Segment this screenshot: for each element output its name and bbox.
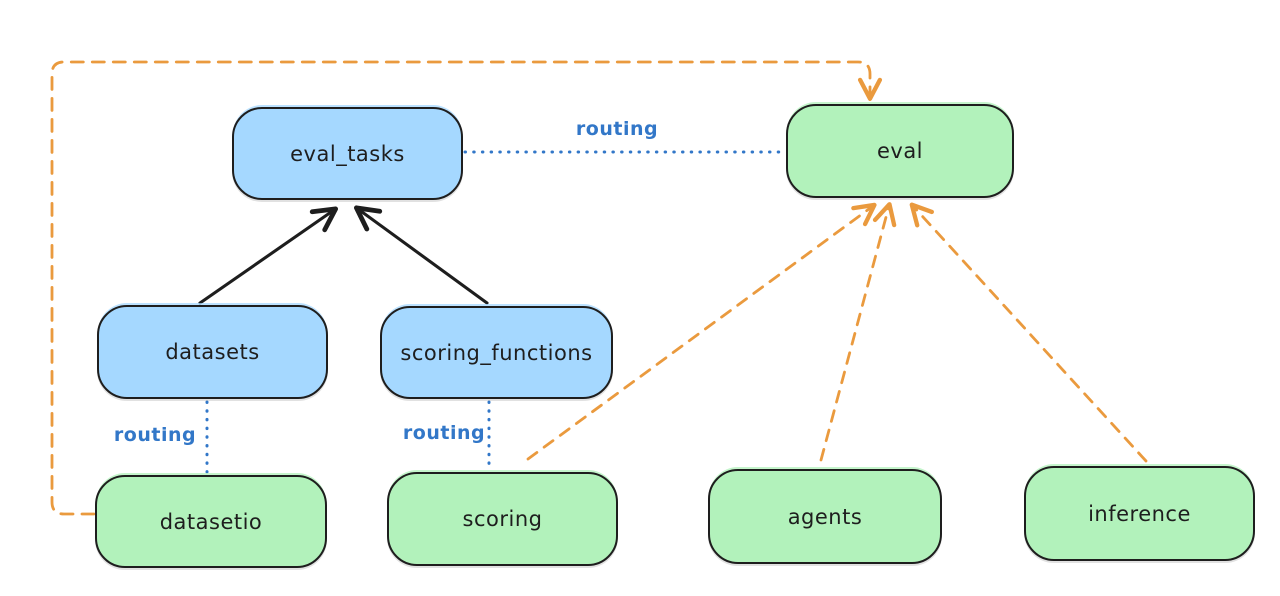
node-agents: agents <box>708 469 942 564</box>
arrow-datasets-to-eval_tasks <box>198 206 339 305</box>
node-scoring: scoring <box>387 472 618 566</box>
arrow-agents-to-eval <box>819 202 897 462</box>
node-inference: inference <box>1024 466 1255 561</box>
node-datasetio: datasetio <box>95 475 327 568</box>
routing-label-eval_tasks-eval: routing <box>575 118 659 140</box>
node-datasetio-label: datasetio <box>159 509 263 534</box>
node-datasets: datasets <box>97 305 328 399</box>
arrow-scoring_functions-to-eval_tasks <box>353 205 489 305</box>
arrow-scoring-to-eval <box>526 202 877 461</box>
node-datasets-label: datasets <box>165 340 260 364</box>
node-eval: eval <box>786 104 1014 198</box>
node-scoring-label: scoring <box>462 507 543 531</box>
node-agents-label: agents <box>787 504 863 529</box>
node-scoring_functions: scoring_functions <box>380 306 613 399</box>
routing-label-scoring_functions-scoring: routing <box>402 422 486 444</box>
arrow-inference-to-eval <box>909 202 1148 463</box>
node-scoring_functions-label: scoring_functions <box>400 340 593 365</box>
arrow-datasetio-to-eval <box>50 60 883 516</box>
node-eval_tasks-label: eval_tasks <box>290 141 405 166</box>
node-inference-label: inference <box>1088 501 1191 526</box>
node-eval-label: eval <box>876 139 924 163</box>
node-eval_tasks: eval_tasks <box>232 107 463 200</box>
routing-label-datasets-datasetio: routing <box>113 424 197 446</box>
